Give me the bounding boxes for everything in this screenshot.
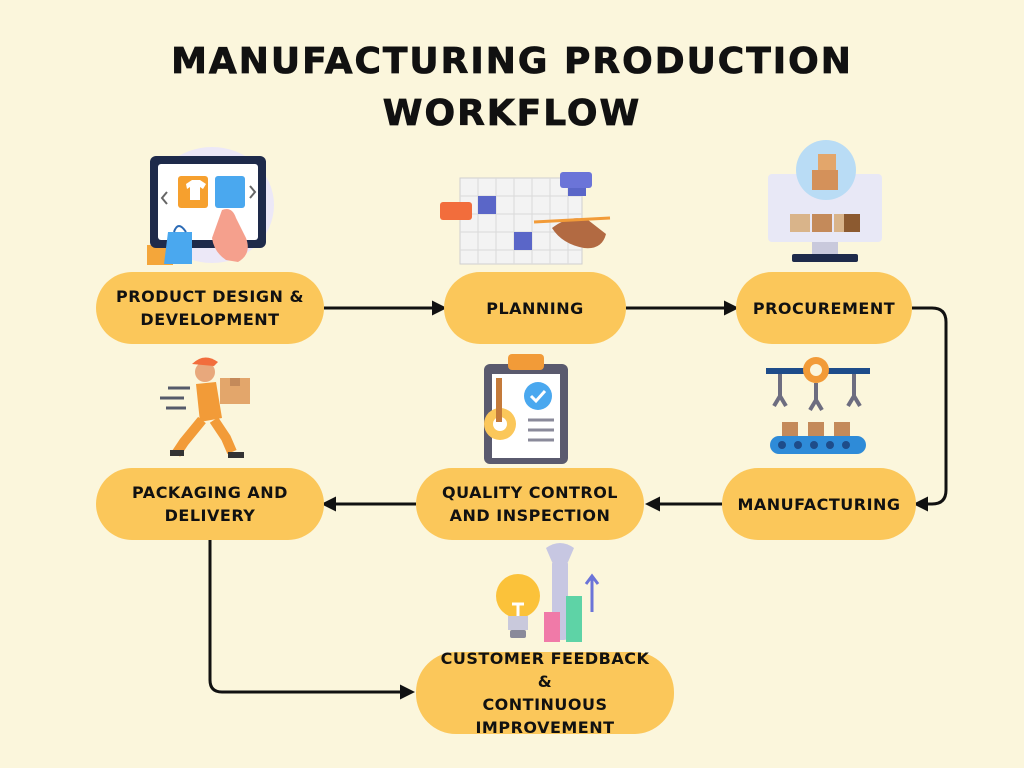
node-shape-quality [416,468,644,540]
tablet-shopping-icon [147,147,274,265]
conveyor-robot-icon [766,357,870,454]
node-label-feedback: CUSTOMER FEEDBACK & CONTINUOUS IMPROVEME… [440,649,650,737]
delivery-person-icon [160,357,250,458]
node-shape-planning [444,272,626,344]
node-shape-procurement [736,272,912,344]
node-shape-feedback [416,652,674,734]
node-shape-layer [96,272,916,734]
node-label-design: PRODUCT DESIGN & DEVELOPMENT [116,287,304,329]
monitor-boxes-icon [768,140,882,262]
page-title: MANUFACTURING PRODUCTION WORKFLOW [171,41,853,135]
node-shape-packaging [96,468,324,540]
node-label-quality: QUALITY CONTROL AND INSPECTION [442,483,618,525]
node-shape-design [96,272,324,344]
node-shape-manufacturing [722,468,916,540]
node-label-manufacturing: MANUFACTURING [737,494,901,514]
edge-layer [208,300,948,700]
calendar-planning-icon [440,172,611,265]
edge-procurement-to-manufacturing [912,306,948,512]
node-label-planning: PLANNING [486,298,584,318]
node-label-packaging: PACKAGING AND DELIVERY [132,483,288,525]
lightbulb-tools-icon [496,543,600,642]
clipboard-check-icon [484,354,568,464]
edge-packaging-to-feedback [208,540,415,700]
node-label-procurement: PROCUREMENT [752,298,896,318]
